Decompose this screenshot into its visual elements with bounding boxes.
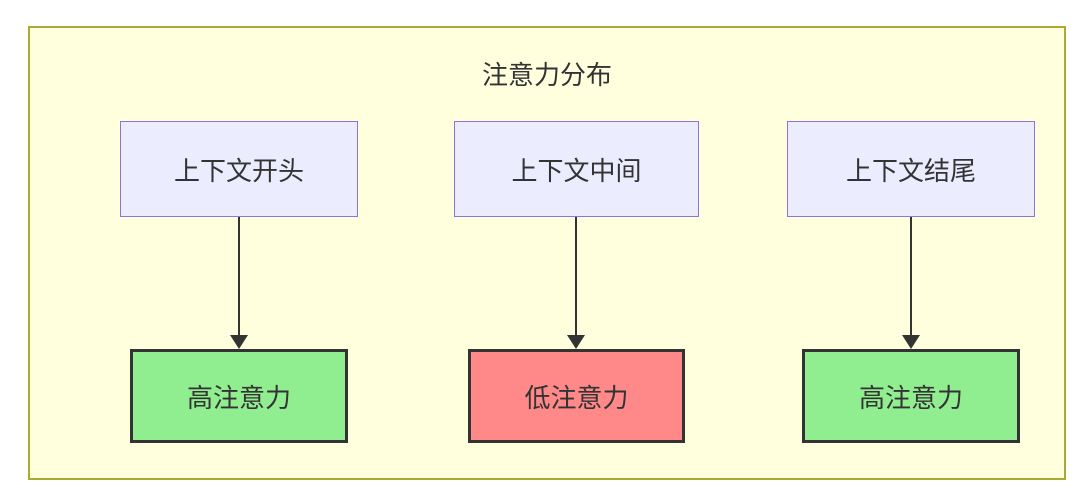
arrowhead-down-icon [902, 335, 920, 349]
node-low-attention-label: 低注意力 [524, 382, 629, 413]
node-context-start-label: 上下文开头 [173, 155, 304, 186]
node-context-end-label: 上下文结尾 [845, 155, 976, 186]
arrowhead-down-icon [567, 335, 585, 349]
edge-start-to-high [230, 217, 248, 349]
arrow-line [910, 217, 912, 336]
node-context-end: 上下文结尾 [787, 121, 1035, 217]
node-context-middle: 上下文中间 [454, 121, 699, 217]
node-high-attention-right: 高注意力 [802, 349, 1020, 443]
arrowhead-down-icon [230, 335, 248, 349]
node-high-attention-left-label: 高注意力 [186, 382, 291, 413]
edge-middle-to-low [567, 217, 585, 349]
arrow-line [238, 217, 240, 336]
node-high-attention-right-label: 高注意力 [858, 382, 963, 413]
node-context-middle-label: 上下文中间 [511, 155, 642, 186]
diagram-title: 注意力分布 [481, 60, 612, 90]
edge-end-to-high [902, 217, 920, 349]
arrow-line [575, 217, 577, 336]
node-low-attention: 低注意力 [468, 349, 685, 443]
node-context-start: 上下文开头 [120, 121, 358, 217]
attention-distribution-subgraph: 注意力分布 上下文开头 上下文中间 上下文结尾 高注意力 低注意力 [28, 26, 1066, 480]
node-high-attention-left: 高注意力 [130, 349, 348, 443]
